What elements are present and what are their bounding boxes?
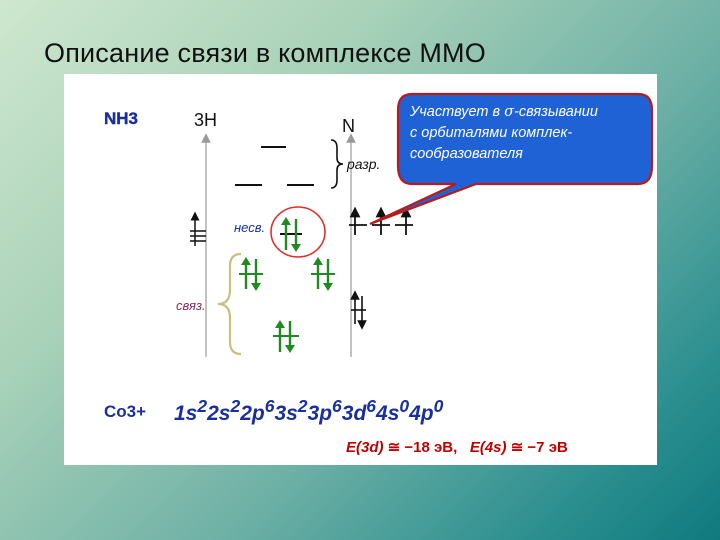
n-label: N bbox=[342, 116, 355, 136]
three-h-label: 3H bbox=[194, 110, 217, 130]
nonbonding-highlight-circle bbox=[270, 206, 326, 258]
svyaz-brace bbox=[217, 252, 242, 356]
co3-label: Co3+ bbox=[104, 402, 146, 421]
razr-label: разр. bbox=[346, 156, 380, 172]
n-2p-orbitals bbox=[349, 206, 413, 235]
nesv-label: несв. bbox=[234, 220, 265, 235]
nh3-label: NH3 bbox=[104, 109, 138, 128]
orbital-energies: E(3d) ≅ −18 эВ, E(4s) ≅ −7 эВ bbox=[346, 438, 568, 456]
callout-bubble bbox=[369, 92, 654, 226]
diagram-panel: NH3 3H N разр. bbox=[64, 74, 657, 465]
config-term: 3d6 bbox=[341, 396, 377, 425]
callout-line-1: Участвует в σ-связывании bbox=[410, 104, 598, 120]
nonbonding-pair bbox=[280, 217, 302, 252]
config-term: 1s2 bbox=[174, 396, 208, 425]
callout-line-3: сообразователя bbox=[410, 146, 523, 162]
e3d-value: ≅ −18 эВ, bbox=[387, 439, 458, 456]
h-1s-orbitals bbox=[190, 211, 206, 246]
config-term: 4s0 bbox=[376, 396, 410, 425]
e3d-label: E(3d) bbox=[346, 439, 384, 456]
callout-line-2: с орбиталями комплек- bbox=[410, 125, 573, 141]
razr-brace bbox=[330, 139, 344, 189]
electron-configuration: 1s22s22p63s23p63d64s04p0 bbox=[174, 396, 443, 426]
bonding-pair-right bbox=[311, 257, 335, 291]
config-term: 2p6 bbox=[240, 396, 275, 425]
config-term: 4p0 bbox=[409, 396, 444, 425]
bonding-pair-left bbox=[239, 257, 263, 291]
e4s-label: E(4s) bbox=[469, 439, 507, 456]
config-term: 3s2 bbox=[274, 396, 308, 425]
config-term: 2s2 bbox=[207, 396, 241, 425]
slide-title: Описание связи в комплексе ММО bbox=[44, 38, 486, 68]
n-2s-orbital bbox=[350, 290, 367, 330]
config-term: 3p6 bbox=[307, 396, 342, 425]
bonding-pair-bottom bbox=[273, 320, 299, 353]
svyaz-label: связ. bbox=[176, 298, 206, 313]
e4s-value: ≅ −7 эВ bbox=[510, 439, 568, 456]
mo-diagram: NH3 3H N разр. bbox=[104, 92, 654, 421]
callout-text: Участвует в σ-связывании с орбиталями ко… bbox=[410, 102, 650, 165]
